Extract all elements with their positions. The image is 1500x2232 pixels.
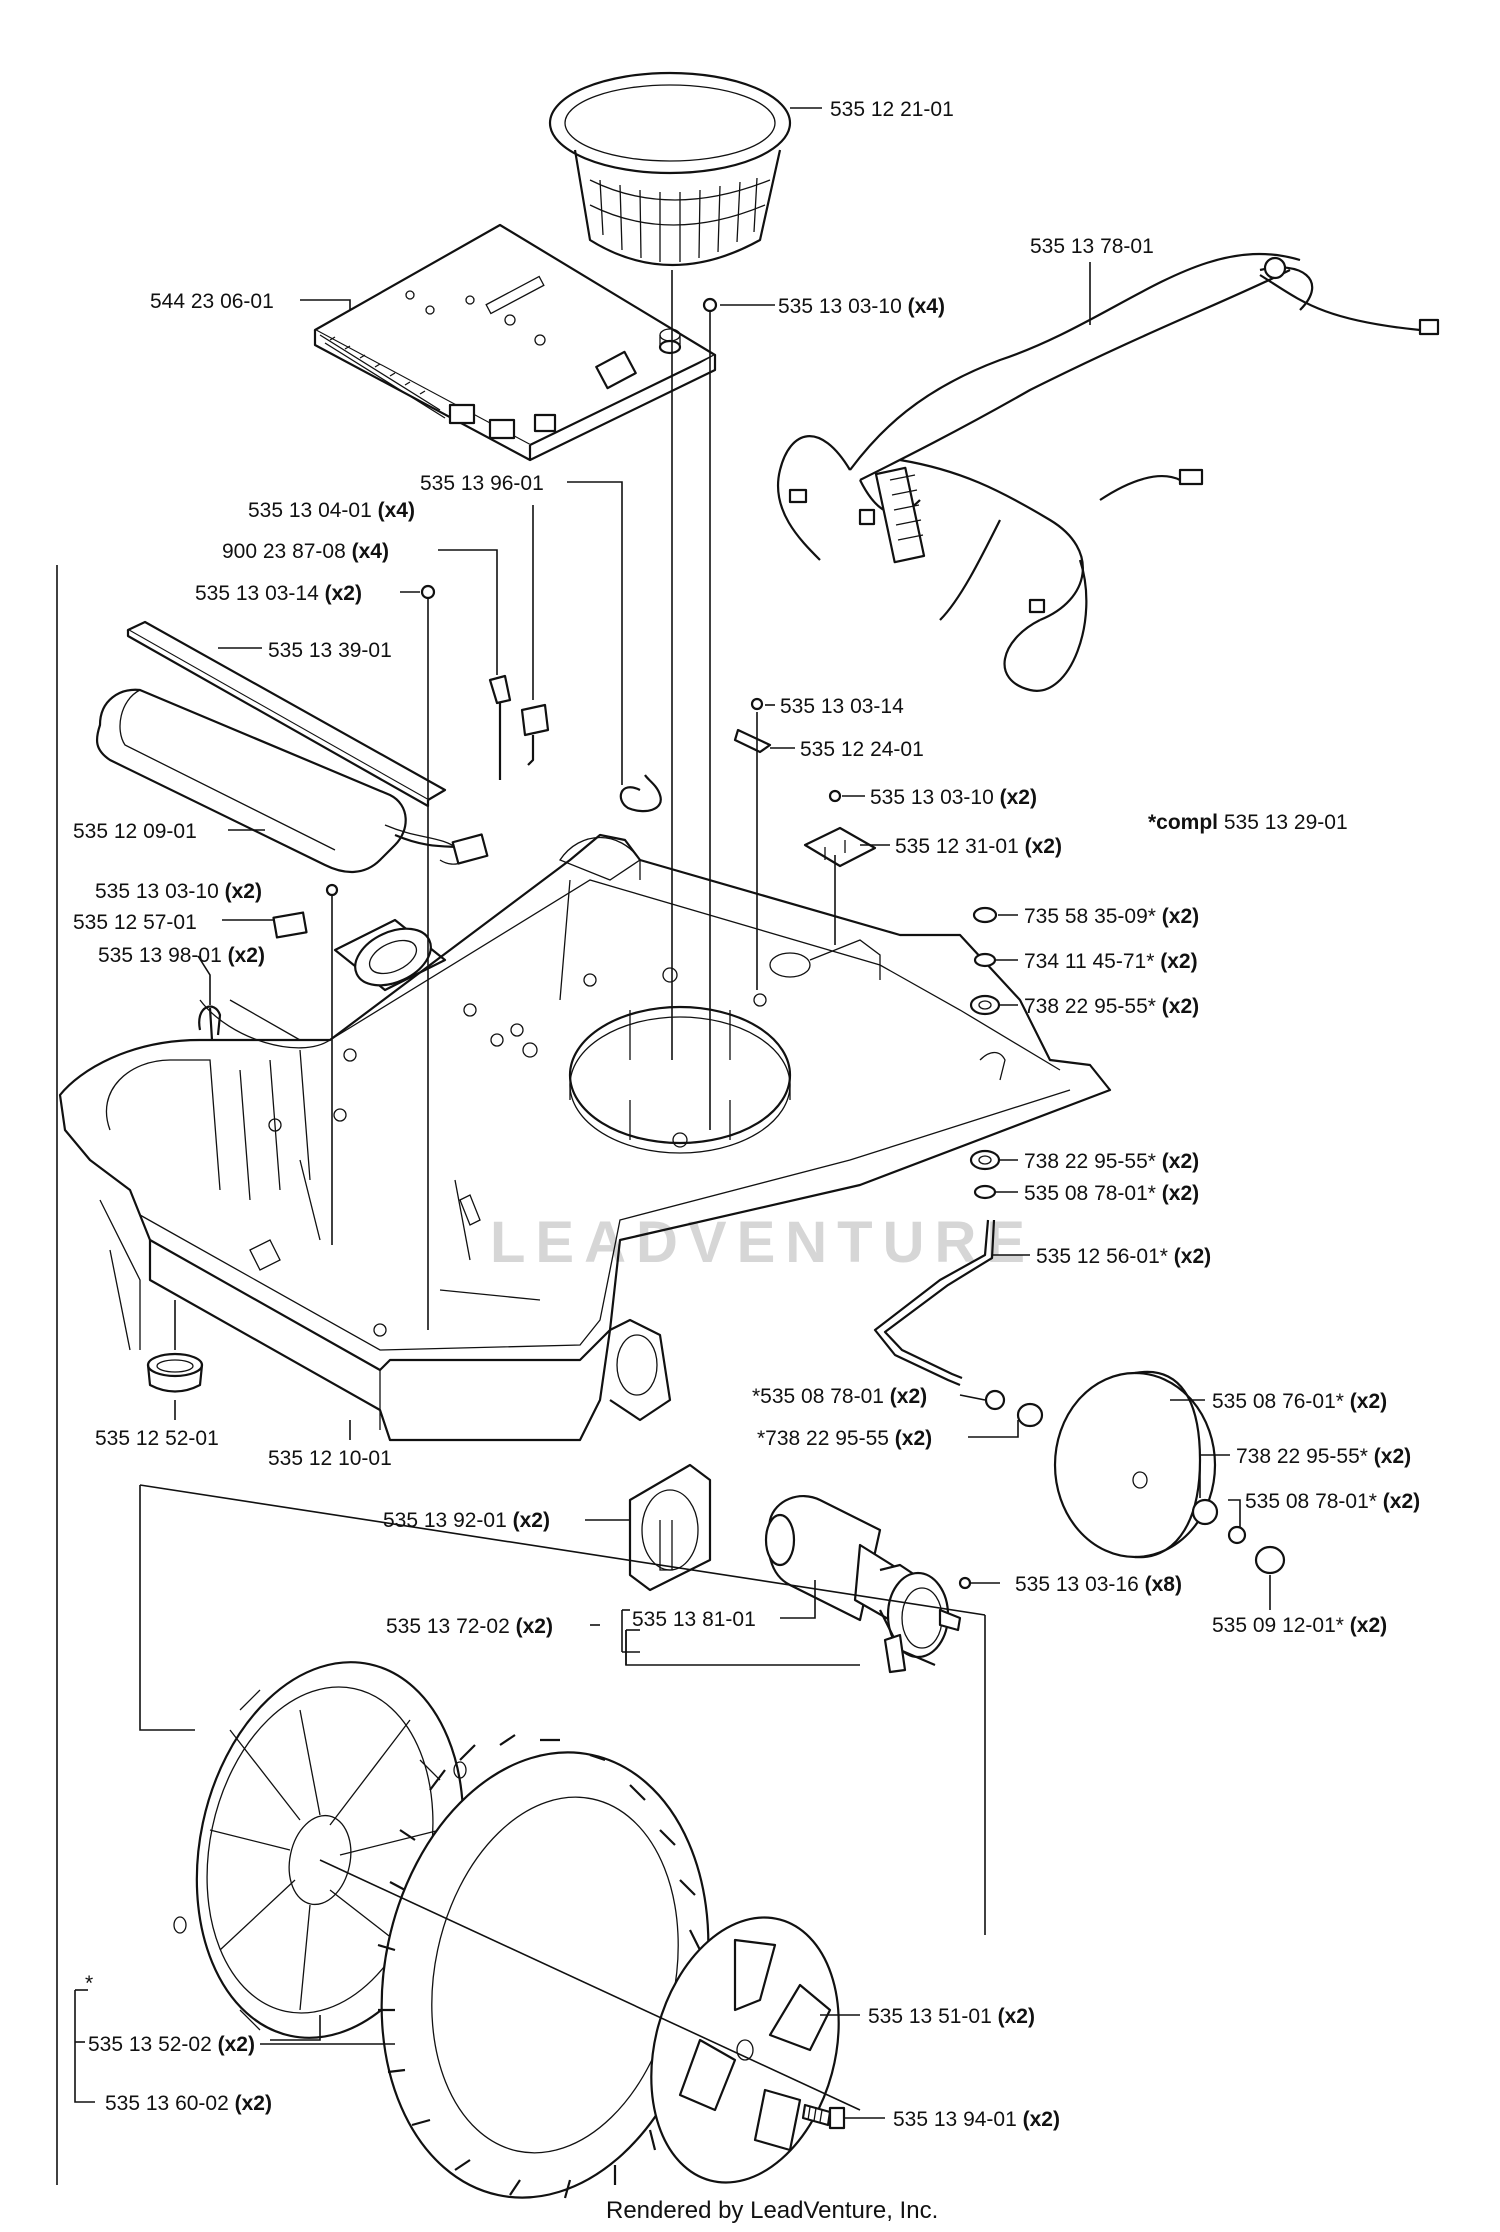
small-board-part bbox=[803, 826, 877, 868]
callout-bracket-star: * bbox=[85, 1972, 93, 1995]
callout-battery: 535 12 09-01 bbox=[73, 820, 197, 843]
callout-washer-734: 734 11 45-71* (x2) bbox=[1024, 950, 1198, 973]
callout-pcb: 544 23 06-01 bbox=[150, 290, 274, 313]
sensor-bracket-part bbox=[733, 728, 772, 754]
cable-tie-part bbox=[488, 674, 512, 780]
callout-screw-10-left: 535 13 03-10 (x2) bbox=[95, 880, 262, 903]
callout-clip-04: 535 13 04-01 (x4) bbox=[248, 499, 415, 522]
callout-motor: 535 13 81-01 bbox=[632, 1608, 756, 1631]
callout-sensor-24: 535 12 24-01 bbox=[800, 738, 924, 761]
gasket-part bbox=[628, 1463, 712, 1592]
bushing-part bbox=[146, 1352, 204, 1393]
callout-bushing: 535 12 52-01 bbox=[95, 1427, 219, 1450]
callout-front-wheel: 535 08 76-01* (x2) bbox=[1212, 1390, 1387, 1413]
hub-screw-part bbox=[801, 2103, 846, 2130]
callout-bearing-wheel: 738 22 95-55* (x2) bbox=[1236, 1445, 1411, 1468]
small-screws bbox=[325, 297, 842, 897]
callout-washer-star: *535 08 78-01 (x2) bbox=[752, 1385, 927, 1408]
battery-part bbox=[95, 688, 489, 873]
callout-hub-cover: 535 13 51-01 (x2) bbox=[868, 2005, 1035, 2028]
clip-part bbox=[520, 703, 550, 766]
callout-motor-kit: 535 13 72-02 (x2) bbox=[386, 1615, 553, 1638]
callout-bearing-b: 738 22 95-55* (x2) bbox=[1024, 1150, 1199, 1173]
callout-labels: 535 12 21-01 535 13 78-01 544 23 06-01 5… bbox=[73, 98, 1420, 2131]
watermark: LEADVENTURE bbox=[490, 1210, 1035, 1275]
callout-hub-screw: 535 13 94-01 (x2) bbox=[893, 2108, 1060, 2131]
top-ring-part bbox=[548, 71, 792, 267]
callout-hook-98: 535 13 98-01 (x2) bbox=[98, 944, 265, 967]
callout-gasket: 535 13 92-01 (x2) bbox=[383, 1509, 550, 1532]
chassis-part bbox=[58, 833, 1112, 1442]
callout-rim: 535 13 52-02 (x2) bbox=[88, 2033, 255, 2056]
callout-top-ring: 535 12 21-01 bbox=[830, 98, 954, 121]
callout-harness: 535 13 78-01 bbox=[1030, 235, 1154, 258]
callout-screw-14-x2: 535 13 03-14 (x2) bbox=[195, 582, 362, 605]
hook-part bbox=[198, 1005, 222, 1041]
callout-kit-note: *compl 535 13 29-01 bbox=[1148, 811, 1348, 834]
callout-pcb-screw: 535 13 03-10 (x4) bbox=[778, 295, 945, 318]
hub-cover-part bbox=[650, 1916, 840, 2184]
footer-credit: Rendered by LeadVenture, Inc. bbox=[606, 2197, 938, 2224]
leader-lines bbox=[74, 107, 1271, 2119]
callout-board-31: 535 12 31-01 (x2) bbox=[895, 835, 1062, 858]
callout-washer-wheel: 535 08 78-01* (x2) bbox=[1245, 1490, 1420, 1513]
ring-clip-part bbox=[619, 774, 662, 813]
callout-nut-735: 735 58 35-09* (x2) bbox=[1024, 905, 1199, 928]
callout-strip: 535 13 39-01 bbox=[268, 639, 392, 662]
motor-part bbox=[764, 1495, 972, 1674]
callout-washer-08: 535 08 78-01* (x2) bbox=[1024, 1182, 1199, 1205]
axle-part bbox=[873, 1219, 996, 1387]
callout-screw-14: 535 13 03-14 bbox=[780, 695, 904, 718]
pcb-part bbox=[313, 223, 717, 462]
speaker-part bbox=[272, 911, 447, 992]
callout-bearing-star: *738 22 95-55 (x2) bbox=[757, 1427, 932, 1450]
wire-harness-part bbox=[777, 252, 1440, 692]
callout-bearing-a: 738 22 95-55* (x2) bbox=[1024, 995, 1199, 1018]
callout-motor-screw: 535 13 03-16 (x8) bbox=[1015, 1573, 1182, 1596]
callout-chassis: 535 12 10-01 bbox=[268, 1447, 392, 1470]
callout-speaker: 535 12 57-01 bbox=[73, 911, 197, 934]
callout-clip-96: 535 13 96-01 bbox=[420, 472, 544, 495]
callout-screw-10-right: 535 13 03-10 (x2) bbox=[870, 786, 1037, 809]
callout-tie-900: 900 23 87-08 (x4) bbox=[222, 540, 389, 563]
callout-wheel-kit: 535 13 60-02 (x2) bbox=[105, 2092, 272, 2115]
callout-cap: 535 09 12-01* (x2) bbox=[1212, 1614, 1387, 1637]
callout-axle: 535 12 56-01* (x2) bbox=[1036, 1245, 1211, 1268]
